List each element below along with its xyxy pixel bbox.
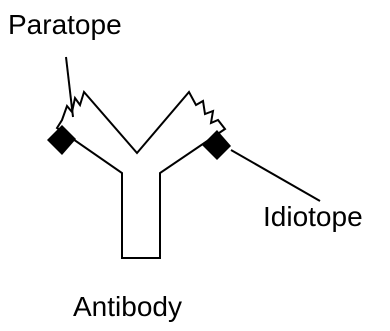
idiotope-leader-line — [231, 150, 320, 201]
idiotope-label: Idiotope — [263, 201, 363, 232]
paratope-label: Paratope — [8, 9, 122, 40]
antibody-label: Antibody — [73, 291, 182, 322]
antibody-shape — [57, 92, 225, 258]
